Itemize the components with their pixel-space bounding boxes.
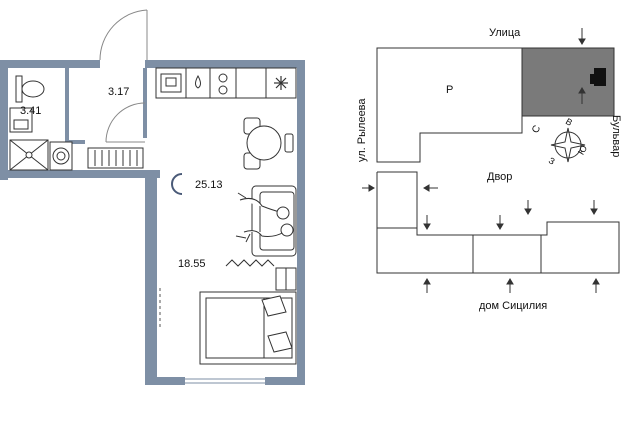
window xyxy=(185,378,265,384)
courtyard-label: Двор xyxy=(487,171,513,183)
sofa xyxy=(235,185,297,257)
apartment-location-marker xyxy=(590,68,606,86)
entrance-door xyxy=(99,9,148,61)
dining-table xyxy=(243,117,294,170)
nightstand xyxy=(275,267,297,291)
studio-total-area: 25.13 xyxy=(195,179,223,191)
site-map xyxy=(376,47,620,274)
interior-door xyxy=(105,102,146,143)
water-drop-icon xyxy=(195,74,201,89)
watermark: Домклик xyxy=(4,390,77,407)
walls xyxy=(0,60,305,385)
hallway-area: 3.17 xyxy=(108,86,130,98)
toilet xyxy=(15,75,45,103)
bathroom-area: 3.41 xyxy=(20,105,42,117)
compass xyxy=(550,127,586,163)
street-left-label: ул. Рылеева xyxy=(356,98,368,162)
stove xyxy=(218,73,228,95)
house-bottom-label: дом Сицилия xyxy=(479,300,548,312)
radiator xyxy=(87,147,144,169)
bed xyxy=(199,291,297,365)
street-top-label: Улица xyxy=(489,27,521,39)
parking-label: Р xyxy=(446,84,454,96)
studio-marker xyxy=(171,173,183,195)
fridge-snowflake-icon xyxy=(274,76,288,90)
living-area: 18.55 xyxy=(178,258,206,270)
kitchen-sink xyxy=(160,73,182,93)
sink xyxy=(9,107,33,133)
street-right-label: Бульвар xyxy=(610,115,622,158)
access-arrows xyxy=(362,28,600,293)
shower xyxy=(9,139,49,171)
washing-machine xyxy=(49,141,73,171)
zigzag-divider xyxy=(225,259,275,267)
